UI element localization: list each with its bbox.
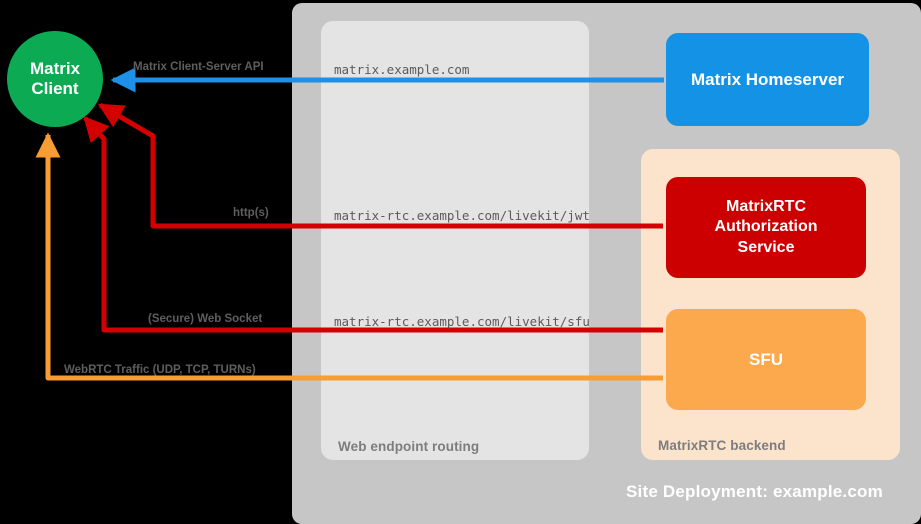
matrix-client-node[interactable]: Matrix Client	[7, 31, 103, 127]
flow-label-https: http(s)	[233, 207, 269, 219]
matrixrtc-authorization-service-node[interactable]: MatrixRTC Authorization Service	[666, 177, 866, 278]
flow-label-web-socket: (Secure) Web Socket	[148, 313, 263, 325]
flow-https-arrow	[97, 102, 663, 229]
web-endpoint-routing-panel	[321, 21, 589, 460]
sfu-label: SFU	[749, 349, 783, 369]
endpoint-livekit-sfu: matrix-rtc.example.com/livekit/sfu	[334, 314, 590, 329]
endpoint-matrix-example-com: matrix.example.com	[334, 62, 470, 77]
flow-label-webrtc-traffic: WebRTC Traffic (UDP, TCP, TURNs)	[64, 364, 256, 376]
matrix-client-label-line1: Matrix	[29, 59, 81, 79]
matrixrtc-backend-label: MatrixRTC backend	[658, 438, 786, 453]
site-deployment-label: Site Deployment: example.com	[626, 482, 883, 501]
matrixrtc-authorization-service-label: MatrixRTC Authorization Service	[714, 197, 817, 258]
flow-label-client-server-api: Matrix Client-Server API	[133, 61, 264, 73]
flow-webrtc-arrow	[35, 132, 663, 381]
sfu-node[interactable]: SFU	[666, 309, 866, 410]
web-endpoint-routing-label: Web endpoint routing	[338, 439, 480, 454]
auth-label-line2: Authorization	[714, 218, 818, 236]
matrix-homeserver-node[interactable]: Matrix Homeserver	[666, 33, 869, 126]
auth-label-line1: MatrixRTC	[725, 197, 806, 215]
auth-label-line3: Service	[737, 238, 795, 256]
endpoint-livekit-jwt: matrix-rtc.example.com/livekit/jwt	[334, 208, 590, 223]
matrix-client-label-line2: Client	[31, 79, 79, 98]
flow-web-socket-arrow	[83, 116, 663, 333]
matrix-homeserver-label: Matrix Homeserver	[690, 69, 845, 89]
